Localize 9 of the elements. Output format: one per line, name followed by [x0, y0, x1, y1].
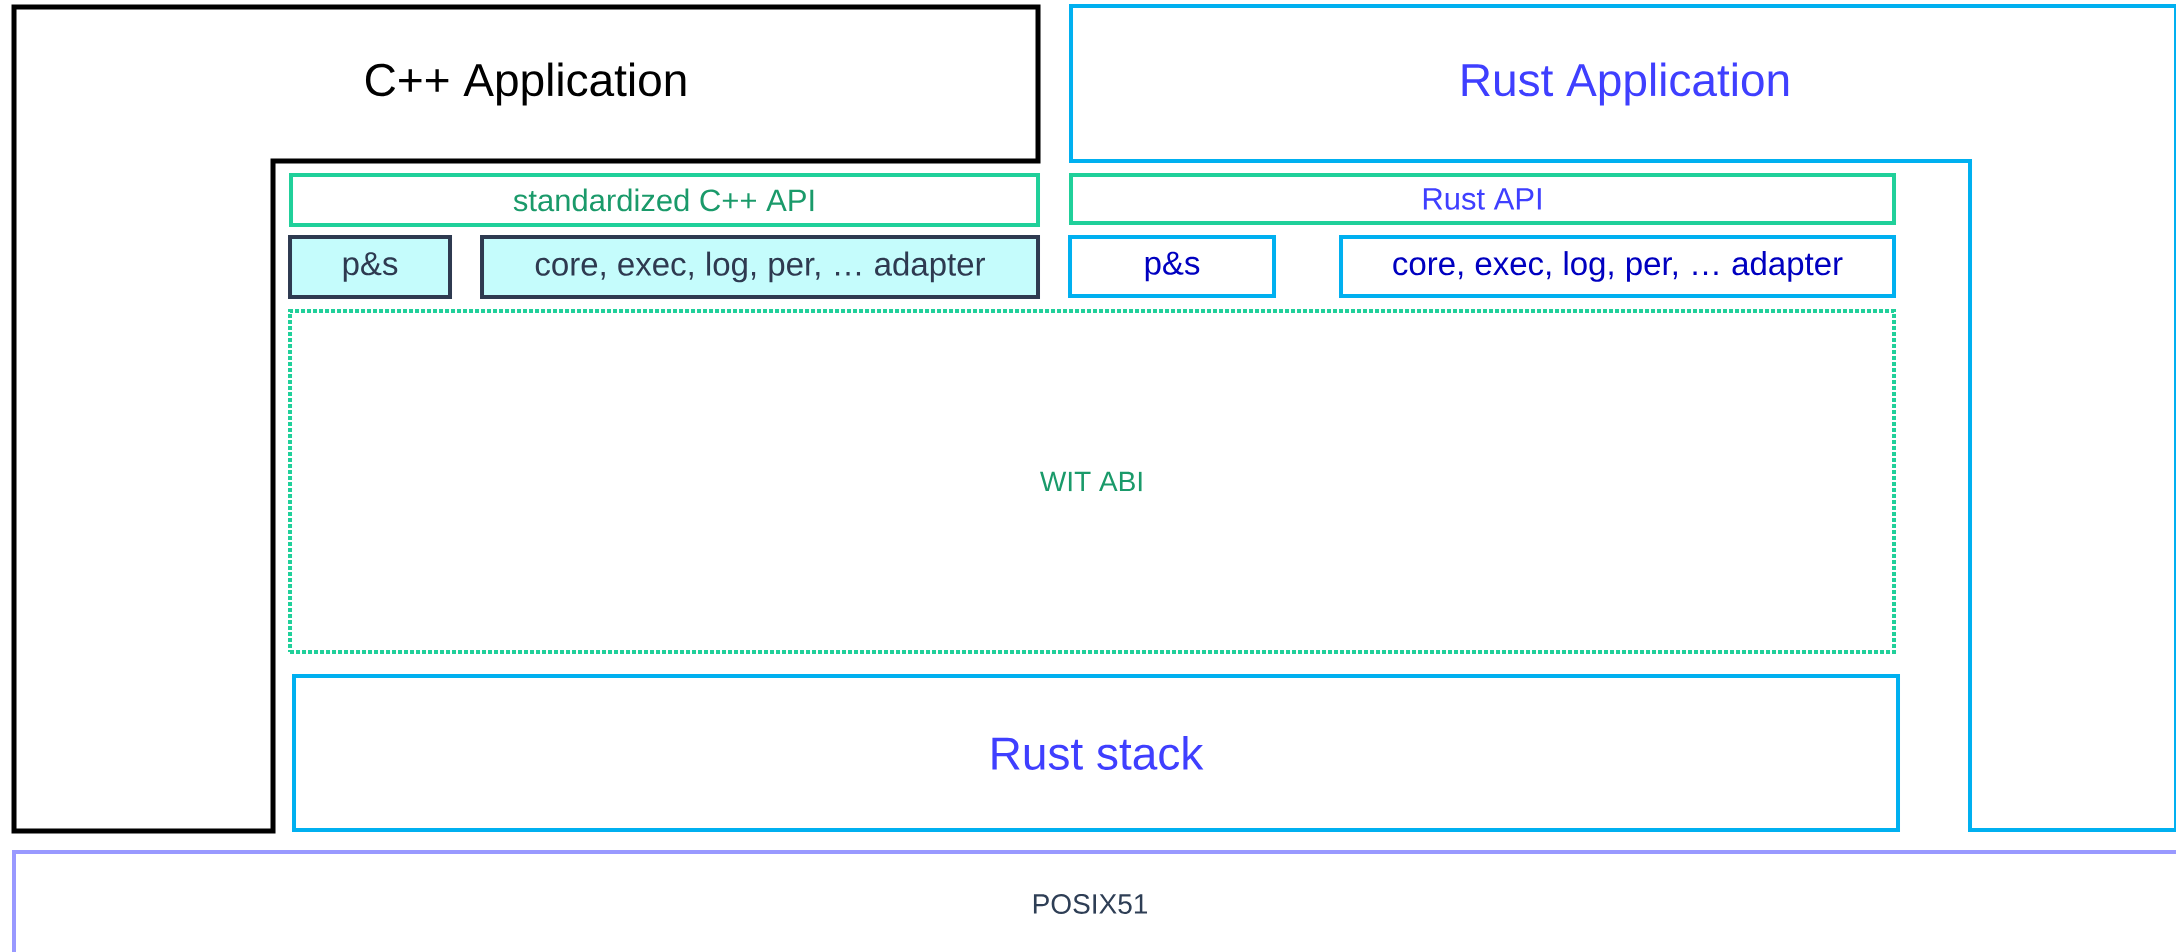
module-box: p&s: [288, 235, 452, 299]
api-box: standardized C++ API: [289, 173, 1040, 227]
stack-box: Rust stack: [292, 674, 1900, 832]
api-box: Rust API: [1069, 173, 1896, 225]
adapter-box: core, exec, log, per, … adapter: [480, 235, 1040, 299]
os-layer: POSIX51: [12, 850, 2176, 952]
adapter-box: core, exec, log, per, … adapter: [1339, 235, 1896, 298]
abi-layer: WIT ABI: [288, 309, 1896, 654]
module-box: p&s: [1068, 235, 1276, 298]
